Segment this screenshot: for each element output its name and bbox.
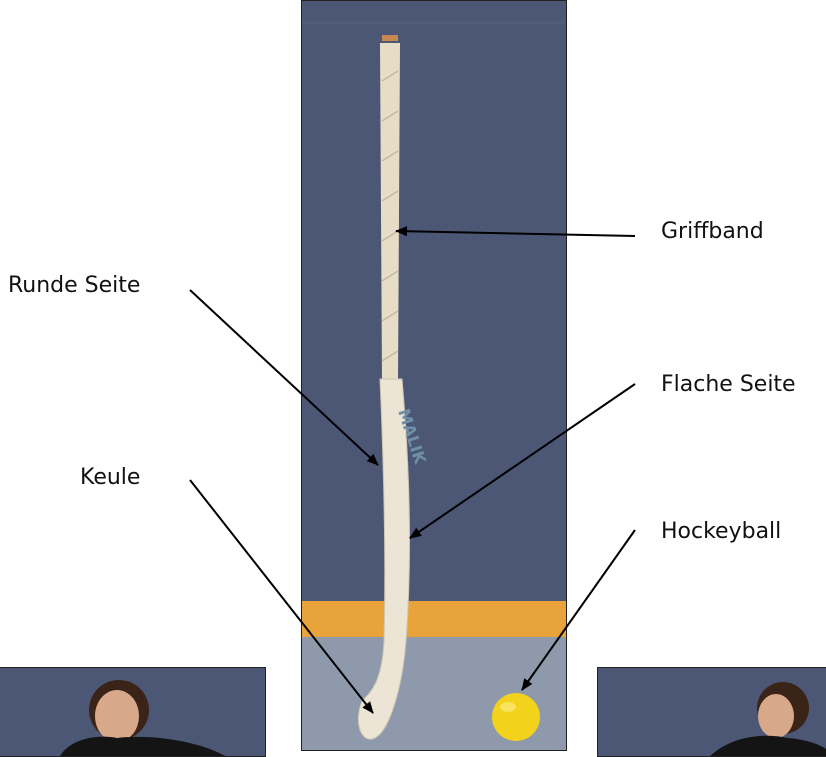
arrow-griffband [396,231,635,236]
arrow-keule [190,480,373,713]
arrow-hockeyball [522,530,635,690]
arrow-runde-seite [190,290,378,465]
arrow-flache-seite [410,384,635,538]
